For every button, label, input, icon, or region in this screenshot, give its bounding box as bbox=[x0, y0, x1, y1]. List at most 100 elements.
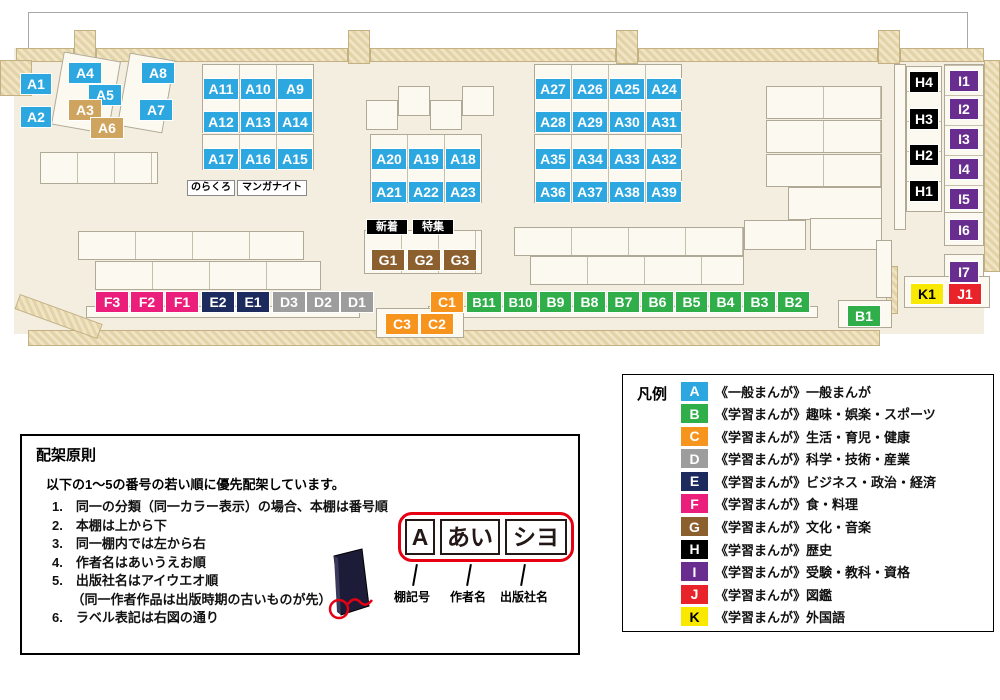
wall bbox=[900, 48, 984, 62]
legend-chip-C: C bbox=[681, 426, 708, 446]
map-label-E1: E1 bbox=[236, 291, 270, 313]
map-label-I6: I6 bbox=[949, 219, 979, 241]
principle-rule-5: 5. 出版社名はアイウエオ順 bbox=[52, 573, 219, 588]
map-label-A17: A17 bbox=[203, 148, 239, 170]
map-label-H1: H1 bbox=[909, 180, 939, 202]
map-label-D2: D2 bbox=[306, 291, 340, 313]
legend-chip-D: D bbox=[681, 449, 708, 469]
legend-row-F: F《学習まんが》食・料理 bbox=[681, 494, 936, 514]
map-label-B3: B3 bbox=[743, 291, 776, 313]
principles-box: 配架原則 以下の1～5の番号の若い順に優先配架しています。 1. 同一の分類（同… bbox=[20, 434, 580, 655]
caption-shelf-code: 棚記号 bbox=[394, 590, 431, 604]
principle-rule-3: 3. 同一棚内では左から右 bbox=[52, 536, 206, 551]
legend-row-H: H 《学習まんが》歴史 bbox=[681, 539, 936, 559]
map-label-D1: D1 bbox=[340, 291, 374, 313]
map-label-A28: A28 bbox=[535, 111, 571, 133]
legend-text-H: 《学習まんが》歴史 bbox=[715, 542, 833, 558]
principles-rules: 1. 同一の分類（同一カラー表示）の場合、本棚は番号順 2. 本棚は上から下 3. … bbox=[52, 498, 388, 628]
map-label-A32: A32 bbox=[646, 148, 682, 170]
principle-rule-2: 2. 本棚は上から下 bbox=[52, 517, 167, 533]
legend-text-C: 《学習まんが》生活・育児・健康 bbox=[715, 429, 911, 445]
shelf-block bbox=[40, 152, 158, 184]
map-label-のらくろ: のらくろ bbox=[187, 180, 235, 196]
outer-wall-line bbox=[28, 12, 968, 50]
caption-author: 作者名 bbox=[450, 590, 487, 604]
shelf-block bbox=[78, 231, 304, 260]
legend-row-J: J《学習まんが》図鑑 bbox=[681, 584, 936, 604]
wall bbox=[370, 48, 616, 62]
map-label-A37: A37 bbox=[572, 181, 608, 203]
shelf-block bbox=[462, 86, 494, 116]
principles-title: 配架原則 bbox=[36, 447, 97, 464]
map-label-A27: A27 bbox=[535, 78, 571, 100]
map-label-B1: B1 bbox=[847, 305, 881, 327]
map-label-A20: A20 bbox=[371, 148, 407, 170]
legend-chip-G: G bbox=[681, 517, 708, 537]
caption-publisher: 出版社名 bbox=[500, 590, 549, 604]
map-label-A22: A22 bbox=[408, 181, 444, 203]
map-label-A7: A7 bbox=[139, 99, 173, 121]
example-publisher: シヨ bbox=[505, 519, 567, 555]
map-label-B4: B4 bbox=[709, 291, 742, 313]
shelf-block bbox=[95, 261, 321, 290]
map-label-A33: A33 bbox=[609, 148, 645, 170]
map-label-A4: A4 bbox=[68, 62, 102, 84]
legend-row-E: E《学習まんが》ビジネス・政治・経済 bbox=[681, 471, 936, 491]
map-label-G2: G2 bbox=[407, 249, 441, 271]
map-label-A38: A38 bbox=[609, 181, 645, 203]
map-label-B11: B11 bbox=[466, 291, 502, 313]
map-label-B6: B6 bbox=[641, 291, 674, 313]
map-label-F2: F2 bbox=[130, 291, 164, 313]
pillar bbox=[348, 30, 370, 64]
map-label-K1: K1 bbox=[910, 283, 944, 305]
legend-chip-K: K bbox=[681, 607, 708, 627]
map-label-A19: A19 bbox=[408, 148, 444, 170]
map-label-A2: A2 bbox=[20, 106, 52, 128]
legend-row-B: B《学習まんが》趣味・娯楽・スポーツ bbox=[681, 404, 936, 424]
map-label-G1: G1 bbox=[371, 249, 405, 271]
map-label-A6: A6 bbox=[90, 117, 124, 139]
map-label-C2: C2 bbox=[420, 313, 454, 335]
shelf-block bbox=[894, 64, 906, 230]
legend-text-G: 《学習まんが》文化・音楽 bbox=[715, 520, 872, 536]
legend-chip-I: I bbox=[681, 562, 708, 582]
legend-row-C: C 《学習まんが》生活・育児・健康 bbox=[681, 426, 936, 446]
map-label-A25: A25 bbox=[609, 78, 645, 100]
legend-title: 凡例 bbox=[637, 386, 668, 403]
label-example: A あい シヨ bbox=[398, 512, 574, 562]
map-label-F1: F1 bbox=[165, 291, 199, 313]
map-label-I7: I7 bbox=[949, 261, 979, 283]
map-label-新着: 新着 bbox=[366, 219, 408, 235]
map-label-A8: A8 bbox=[141, 62, 175, 84]
legend-text-A: 《一般まんが》一般まんが bbox=[715, 384, 872, 400]
map-label-C1: C1 bbox=[430, 291, 464, 313]
map-label-マンガナイト: マンガナイト bbox=[237, 180, 307, 196]
map-label-A15: A15 bbox=[277, 148, 313, 170]
map-label-I3: I3 bbox=[949, 128, 979, 150]
example-author: あい bbox=[440, 519, 500, 555]
map-label-A35: A35 bbox=[535, 148, 571, 170]
map-label-A9: A9 bbox=[277, 78, 313, 100]
shelf-block bbox=[744, 220, 806, 250]
map-label-E2: E2 bbox=[201, 291, 235, 313]
principle-rule-1: 1. 同一の分類（同一カラー表示）の場合、本棚は番号順 bbox=[52, 499, 388, 514]
legend-row-I: I《学習まんが》受験・教科・資格 bbox=[681, 562, 936, 582]
map-label-A13: A13 bbox=[240, 111, 276, 133]
wall bbox=[638, 48, 878, 62]
map-label-C3: C3 bbox=[385, 313, 419, 335]
map-label-I5: I5 bbox=[949, 188, 979, 210]
shelf-block bbox=[514, 227, 744, 256]
shelf-block bbox=[766, 154, 882, 187]
map-label-A14: A14 bbox=[277, 111, 313, 133]
legend-row-G: G 《学習まんが》文化・音楽 bbox=[681, 517, 936, 537]
map-label-A11: A11 bbox=[203, 78, 239, 100]
map-label-D3: D3 bbox=[272, 291, 306, 313]
map-label-A39: A39 bbox=[646, 181, 682, 203]
shelf-block bbox=[788, 187, 882, 220]
legend-chip-H: H bbox=[681, 539, 708, 559]
book-icon bbox=[328, 548, 373, 620]
